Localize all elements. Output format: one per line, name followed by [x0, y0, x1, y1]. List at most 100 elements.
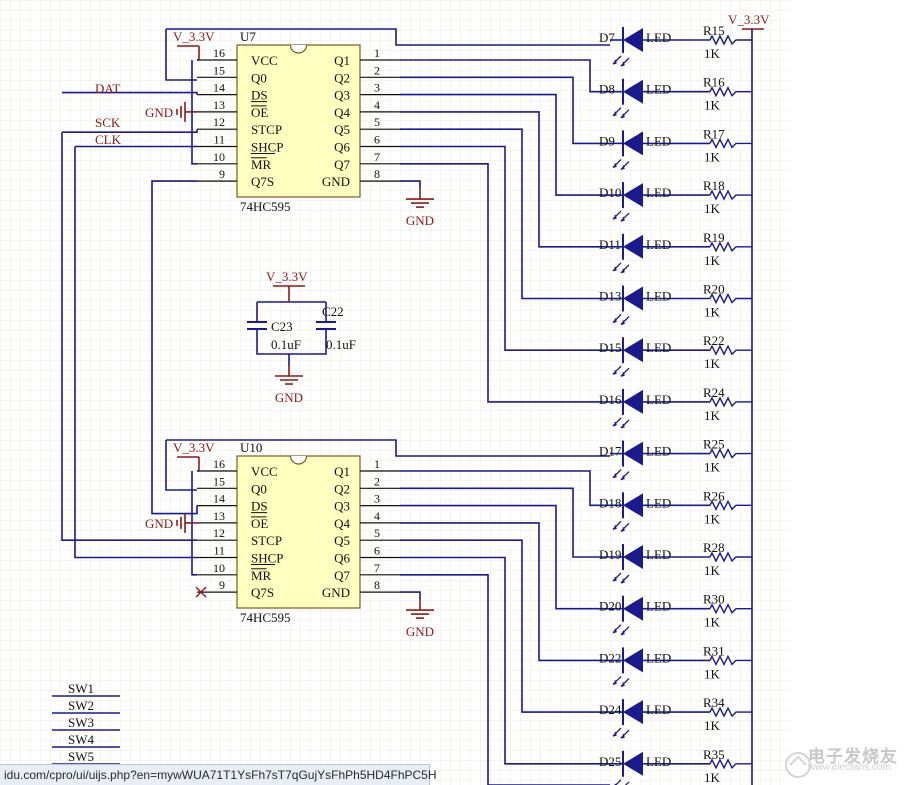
- resistor: [709, 603, 752, 615]
- mr-tie: [191, 471, 197, 576]
- led-diode: [623, 441, 643, 466]
- led-diode: [623, 700, 643, 725]
- clk-down: [74, 146, 197, 559]
- resistor-ref: R24: [703, 385, 725, 400]
- pin-number: 9: [219, 578, 225, 592]
- pin-number: 5: [374, 526, 380, 540]
- pin-name: OE: [251, 516, 268, 531]
- pin-number: 11: [213, 133, 225, 147]
- chip-notch: [289, 455, 308, 465]
- pin-name: VCC: [251, 53, 278, 68]
- pin-number: 4: [374, 509, 380, 523]
- pin-number: 3: [374, 492, 380, 506]
- led-ref: D16: [599, 392, 622, 407]
- switch-label: SW4: [68, 732, 95, 747]
- led-ref: D19: [599, 547, 621, 562]
- net-label-sck: SCK: [95, 115, 121, 130]
- mr-tie: [191, 60, 197, 165]
- watermark-text: 电子发烧友: [808, 747, 898, 766]
- led-arrow: [620, 522, 630, 532]
- chip-part: 74HC595: [240, 199, 291, 214]
- resistor-value: 1K: [704, 666, 721, 681]
- switch-label: SW3: [68, 715, 94, 730]
- resistor: [709, 86, 752, 98]
- cap-value: 0.1uF: [271, 337, 301, 352]
- led-arrow: [612, 675, 622, 686]
- pin-name: Q6: [334, 140, 350, 155]
- led-label: LED: [646, 495, 671, 510]
- chip-ref: U10: [240, 440, 262, 455]
- pin-name: Q1: [334, 53, 350, 68]
- resistor-ref: R28: [703, 540, 725, 555]
- led-diode: [623, 648, 643, 673]
- pin-name: Q6: [334, 551, 350, 566]
- pin-name: Q7S: [251, 174, 274, 189]
- resistor-value: 1K: [704, 563, 721, 578]
- chip-ref: U7: [240, 29, 256, 44]
- resistor: [709, 758, 752, 770]
- grid-background: [0, 0, 790, 785]
- parts-layer: [176, 27, 764, 785]
- led-diode: [623, 286, 643, 311]
- led-arrow: [620, 160, 630, 171]
- pin-name: Q0: [251, 70, 267, 85]
- pin-number: 6: [374, 544, 380, 558]
- q-output-wire: [400, 539, 610, 713]
- led-diode: [623, 338, 643, 363]
- led-arrow: [612, 210, 622, 220]
- led-diode: [623, 751, 643, 776]
- resistor-ref: R16: [703, 75, 725, 90]
- pin-name: Q5: [334, 122, 350, 137]
- pin-number: 9: [219, 167, 225, 181]
- led-arrow: [620, 729, 630, 739]
- cap-bottom: [256, 329, 327, 355]
- pin-number: 7: [374, 561, 380, 575]
- q-output-wire: [400, 487, 610, 558]
- pin-name: Q3: [334, 88, 350, 103]
- led-label: LED: [646, 547, 671, 562]
- resistor-value: 1K: [704, 356, 721, 371]
- pin-number: 12: [213, 115, 225, 129]
- led-arrow: [612, 55, 622, 65]
- watermark-logo: [785, 752, 811, 778]
- resistor-value: 1K: [704, 615, 721, 630]
- q-output-wire: [400, 128, 610, 300]
- resistor-ref: R15: [703, 23, 725, 38]
- gnd-label: GND: [145, 516, 173, 531]
- resistor-value: 1K: [704, 718, 721, 733]
- resistor-ref: R35: [703, 747, 725, 762]
- pin-name: SHCP: [251, 551, 284, 566]
- sck-down: [61, 132, 197, 542]
- pin-name: Q0: [251, 481, 267, 496]
- pin-name: DS: [251, 88, 268, 103]
- cascade-wire: [151, 180, 198, 515]
- resistor-ref: R18: [703, 178, 725, 193]
- resistor-value: 1K: [704, 408, 721, 423]
- q-output-wire: [400, 504, 610, 610]
- led-arrow: [620, 419, 630, 429]
- resistor-value: 1K: [704, 46, 721, 61]
- q-output-wire: [400, 145, 610, 352]
- chip-part: 74HC595: [240, 610, 291, 625]
- led-label: LED: [646, 82, 671, 97]
- resistor: [709, 499, 752, 511]
- pin-number: 15: [213, 474, 225, 488]
- pin-number: 10: [213, 150, 225, 164]
- led-ref: D25: [599, 754, 621, 769]
- led-label: LED: [646, 702, 671, 717]
- led-arrow: [612, 572, 622, 582]
- chip-body: [236, 455, 361, 609]
- pin-name: Q7: [334, 568, 350, 583]
- gnd-label: GND: [406, 624, 434, 639]
- led-label: LED: [646, 133, 671, 148]
- power-label: V_3.3V: [173, 440, 215, 455]
- led-arrow: [612, 520, 622, 530]
- led-arrow: [612, 158, 622, 169]
- pin-number: 4: [374, 98, 380, 112]
- pin-number: 7: [374, 150, 380, 164]
- pin-name: Q2: [334, 70, 350, 85]
- resistor-ref: R34: [703, 695, 725, 710]
- led-arrow: [620, 212, 630, 222]
